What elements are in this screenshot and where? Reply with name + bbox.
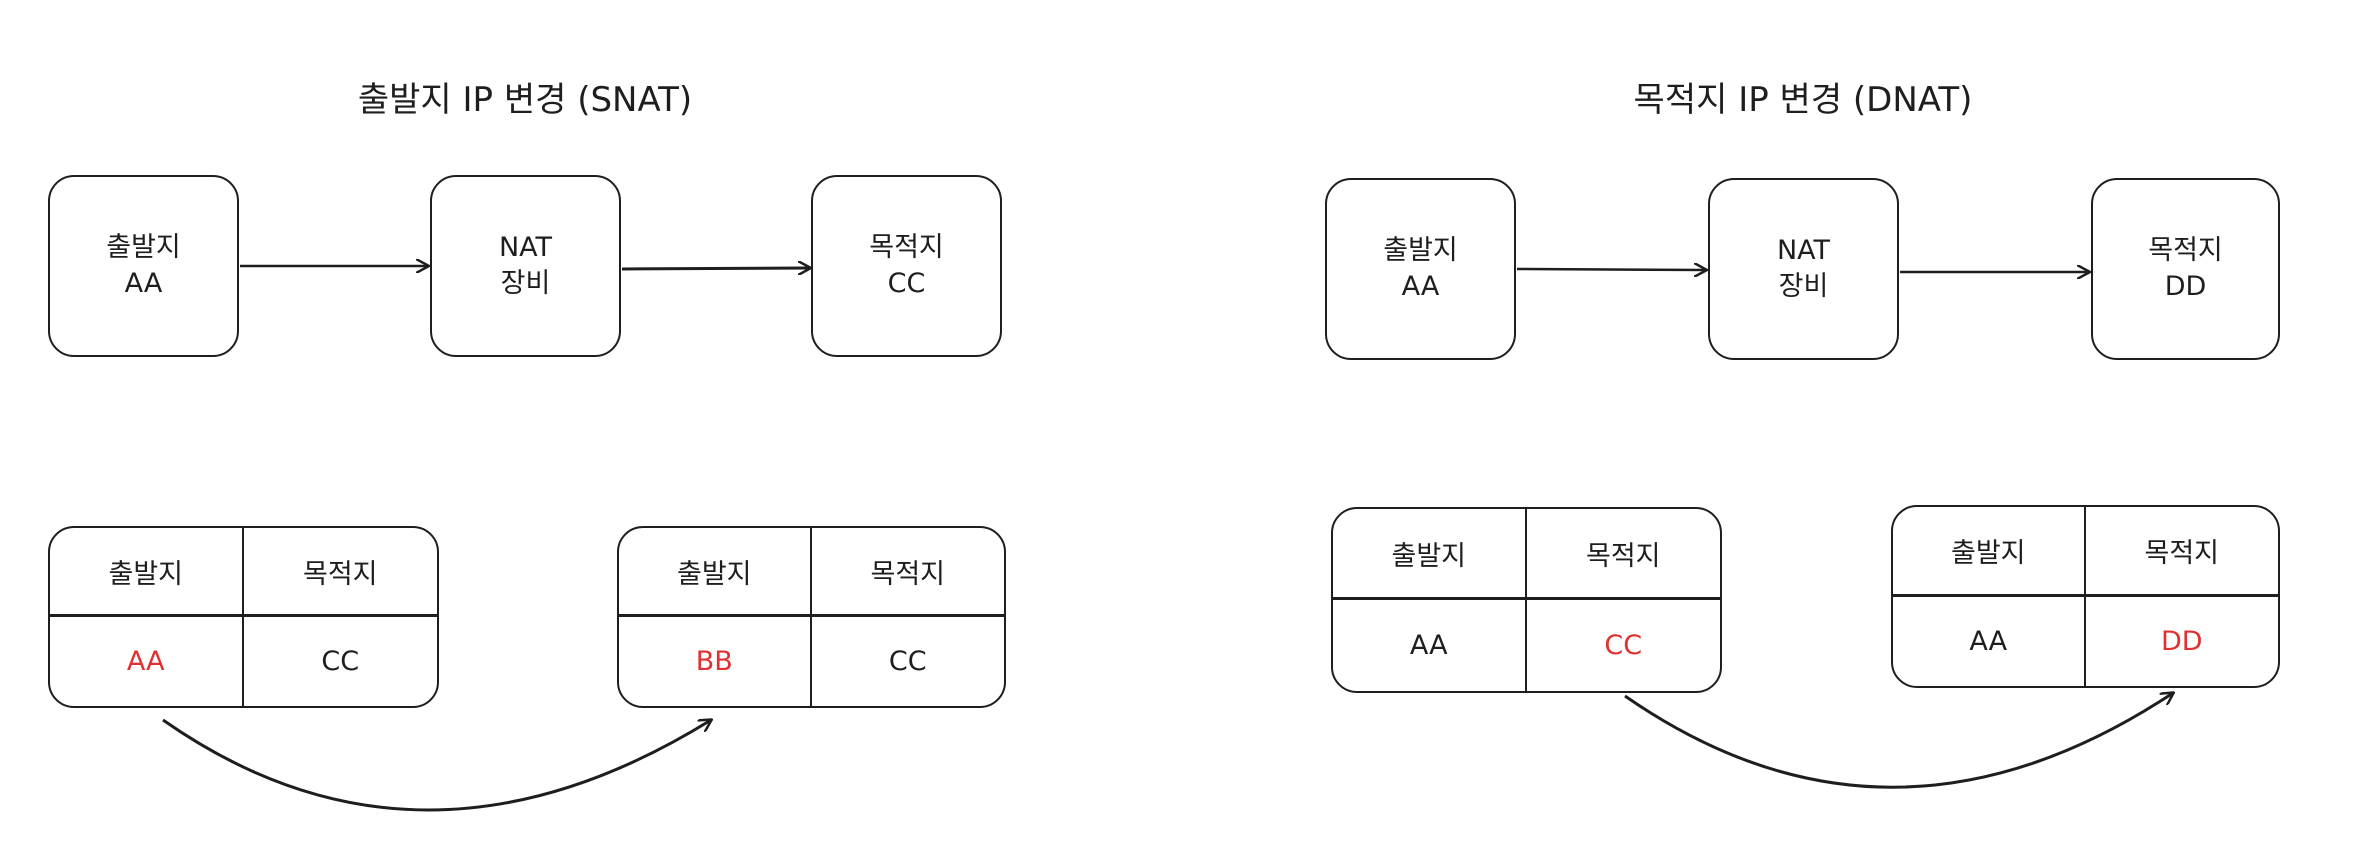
snat-title: 출발지 IP 변경 (SNAT) [357, 80, 693, 120]
snat-after-table: 출발지 목적지 BB CC [617, 526, 1006, 708]
header-source: 출발지 [619, 528, 812, 617]
dnat-title: 목적지 IP 변경 (DNAT) [1633, 80, 1973, 120]
box-label: NAT [498, 232, 553, 263]
snat-destination-box: 목적지 CC [811, 175, 1002, 357]
box-label: 출발지 [106, 232, 181, 263]
header-destination: 목적지 [811, 528, 1004, 617]
arrow-dnat-source-to-nat [1516, 269, 1706, 270]
arrow-snat-transform [162, 720, 711, 812]
value-destination: CC [321, 646, 360, 677]
header-destination: 목적지 [243, 528, 437, 617]
snat-nat-device-box: NAT 장비 [430, 175, 621, 357]
box-value: 장비 [500, 268, 551, 299]
value-source: AA [50, 617, 244, 706]
box-value: CC [887, 268, 926, 299]
arrow-snat-nat-to-dest [621, 268, 810, 269]
value-source: AA [1893, 596, 2086, 686]
dnat-source-box: 출발지 AA [1325, 178, 1516, 360]
box-label: 목적지 [869, 232, 944, 263]
snat-before-table: 출발지 목적지 AA CC [48, 526, 439, 708]
arrow-dnat-transform [1624, 693, 2173, 789]
box-label: NAT [1776, 235, 1831, 266]
box-value: 장비 [1778, 271, 1829, 302]
box-value: DD [2164, 271, 2207, 302]
header-source: 출발지 [50, 528, 244, 617]
header-destination: 목적지 [1526, 509, 1720, 600]
box-label: 출발지 [1383, 235, 1458, 266]
dnat-after-table: 출발지 목적지 AA DD [1891, 505, 2280, 688]
value-destination: CC [1604, 630, 1643, 661]
box-label: 목적지 [2148, 235, 2223, 266]
dnat-destination-box: 목적지 DD [2091, 178, 2280, 360]
box-value: AA [124, 268, 163, 299]
value-destination: CC [888, 646, 927, 677]
value-source: AA [1333, 600, 1527, 691]
dnat-before-table: 출발지 목적지 AA CC [1331, 507, 1722, 693]
header-destination: 목적지 [2085, 507, 2278, 597]
value-destination: DD [2160, 625, 2203, 657]
value-source: BB [619, 617, 812, 706]
header-source: 출발지 [1893, 507, 2086, 597]
dnat-nat-device-box: NAT 장비 [1708, 178, 1899, 360]
header-source: 출발지 [1333, 509, 1527, 600]
snat-source-box: 출발지 AA [48, 175, 239, 357]
box-value: AA [1401, 271, 1440, 302]
